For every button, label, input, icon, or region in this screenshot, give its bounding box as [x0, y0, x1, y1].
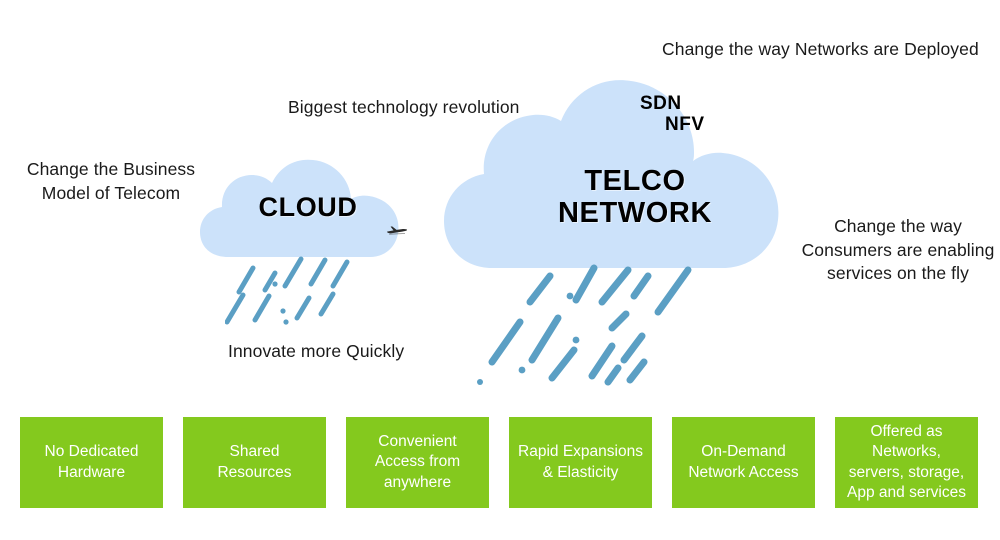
benefit-box-rapid-expansions[interactable]: Rapid Expansions & Elasticity — [509, 417, 652, 508]
benefit-box-shared-resources[interactable]: Shared Resources — [183, 417, 326, 508]
cloud-tag-nfv: NFV — [665, 114, 705, 135]
benefit-box-convenient-access[interactable]: Convenient Access from anywhere — [346, 417, 489, 508]
benefits-row: No Dedicated Hardware Shared Resources C… — [20, 417, 978, 508]
cloud-tag-sdn: SDN — [640, 93, 682, 114]
cloud-shape-big — [444, 80, 826, 276]
benefit-box-on-demand-network-access[interactable]: On-Demand Network Access — [672, 417, 815, 508]
benefit-box-offered-as-networks[interactable]: Offered as Networks, servers, storage, A… — [835, 417, 978, 508]
rain-streaks-big — [477, 264, 692, 386]
rain-streaks-small — [225, 256, 350, 325]
annotation-change-networks-deployed: Change the way Networks are Deployed — [662, 39, 979, 59]
cloud-label-cloud: CLOUD — [258, 192, 358, 222]
cloud-label-telco-network: TELCO NETWORK — [557, 165, 712, 230]
airplane-icon — [387, 226, 408, 235]
benefit-box-no-dedicated-hardware[interactable]: No Dedicated Hardware — [20, 417, 163, 508]
annotation-change-consumers-services: Change the way Consumers are enabling se… — [801, 216, 995, 284]
cloud-icon — [444, 80, 779, 268]
cloud-shape-small — [200, 158, 416, 262]
annotation-biggest-technology-revolution: Biggest technology revolution — [288, 97, 520, 117]
annotation-innovate-more-quickly: Innovate more Quickly — [228, 341, 405, 361]
cloud-icon — [200, 159, 399, 257]
annotation-change-business-model: Change the Business Model of Telecom — [26, 159, 196, 203]
